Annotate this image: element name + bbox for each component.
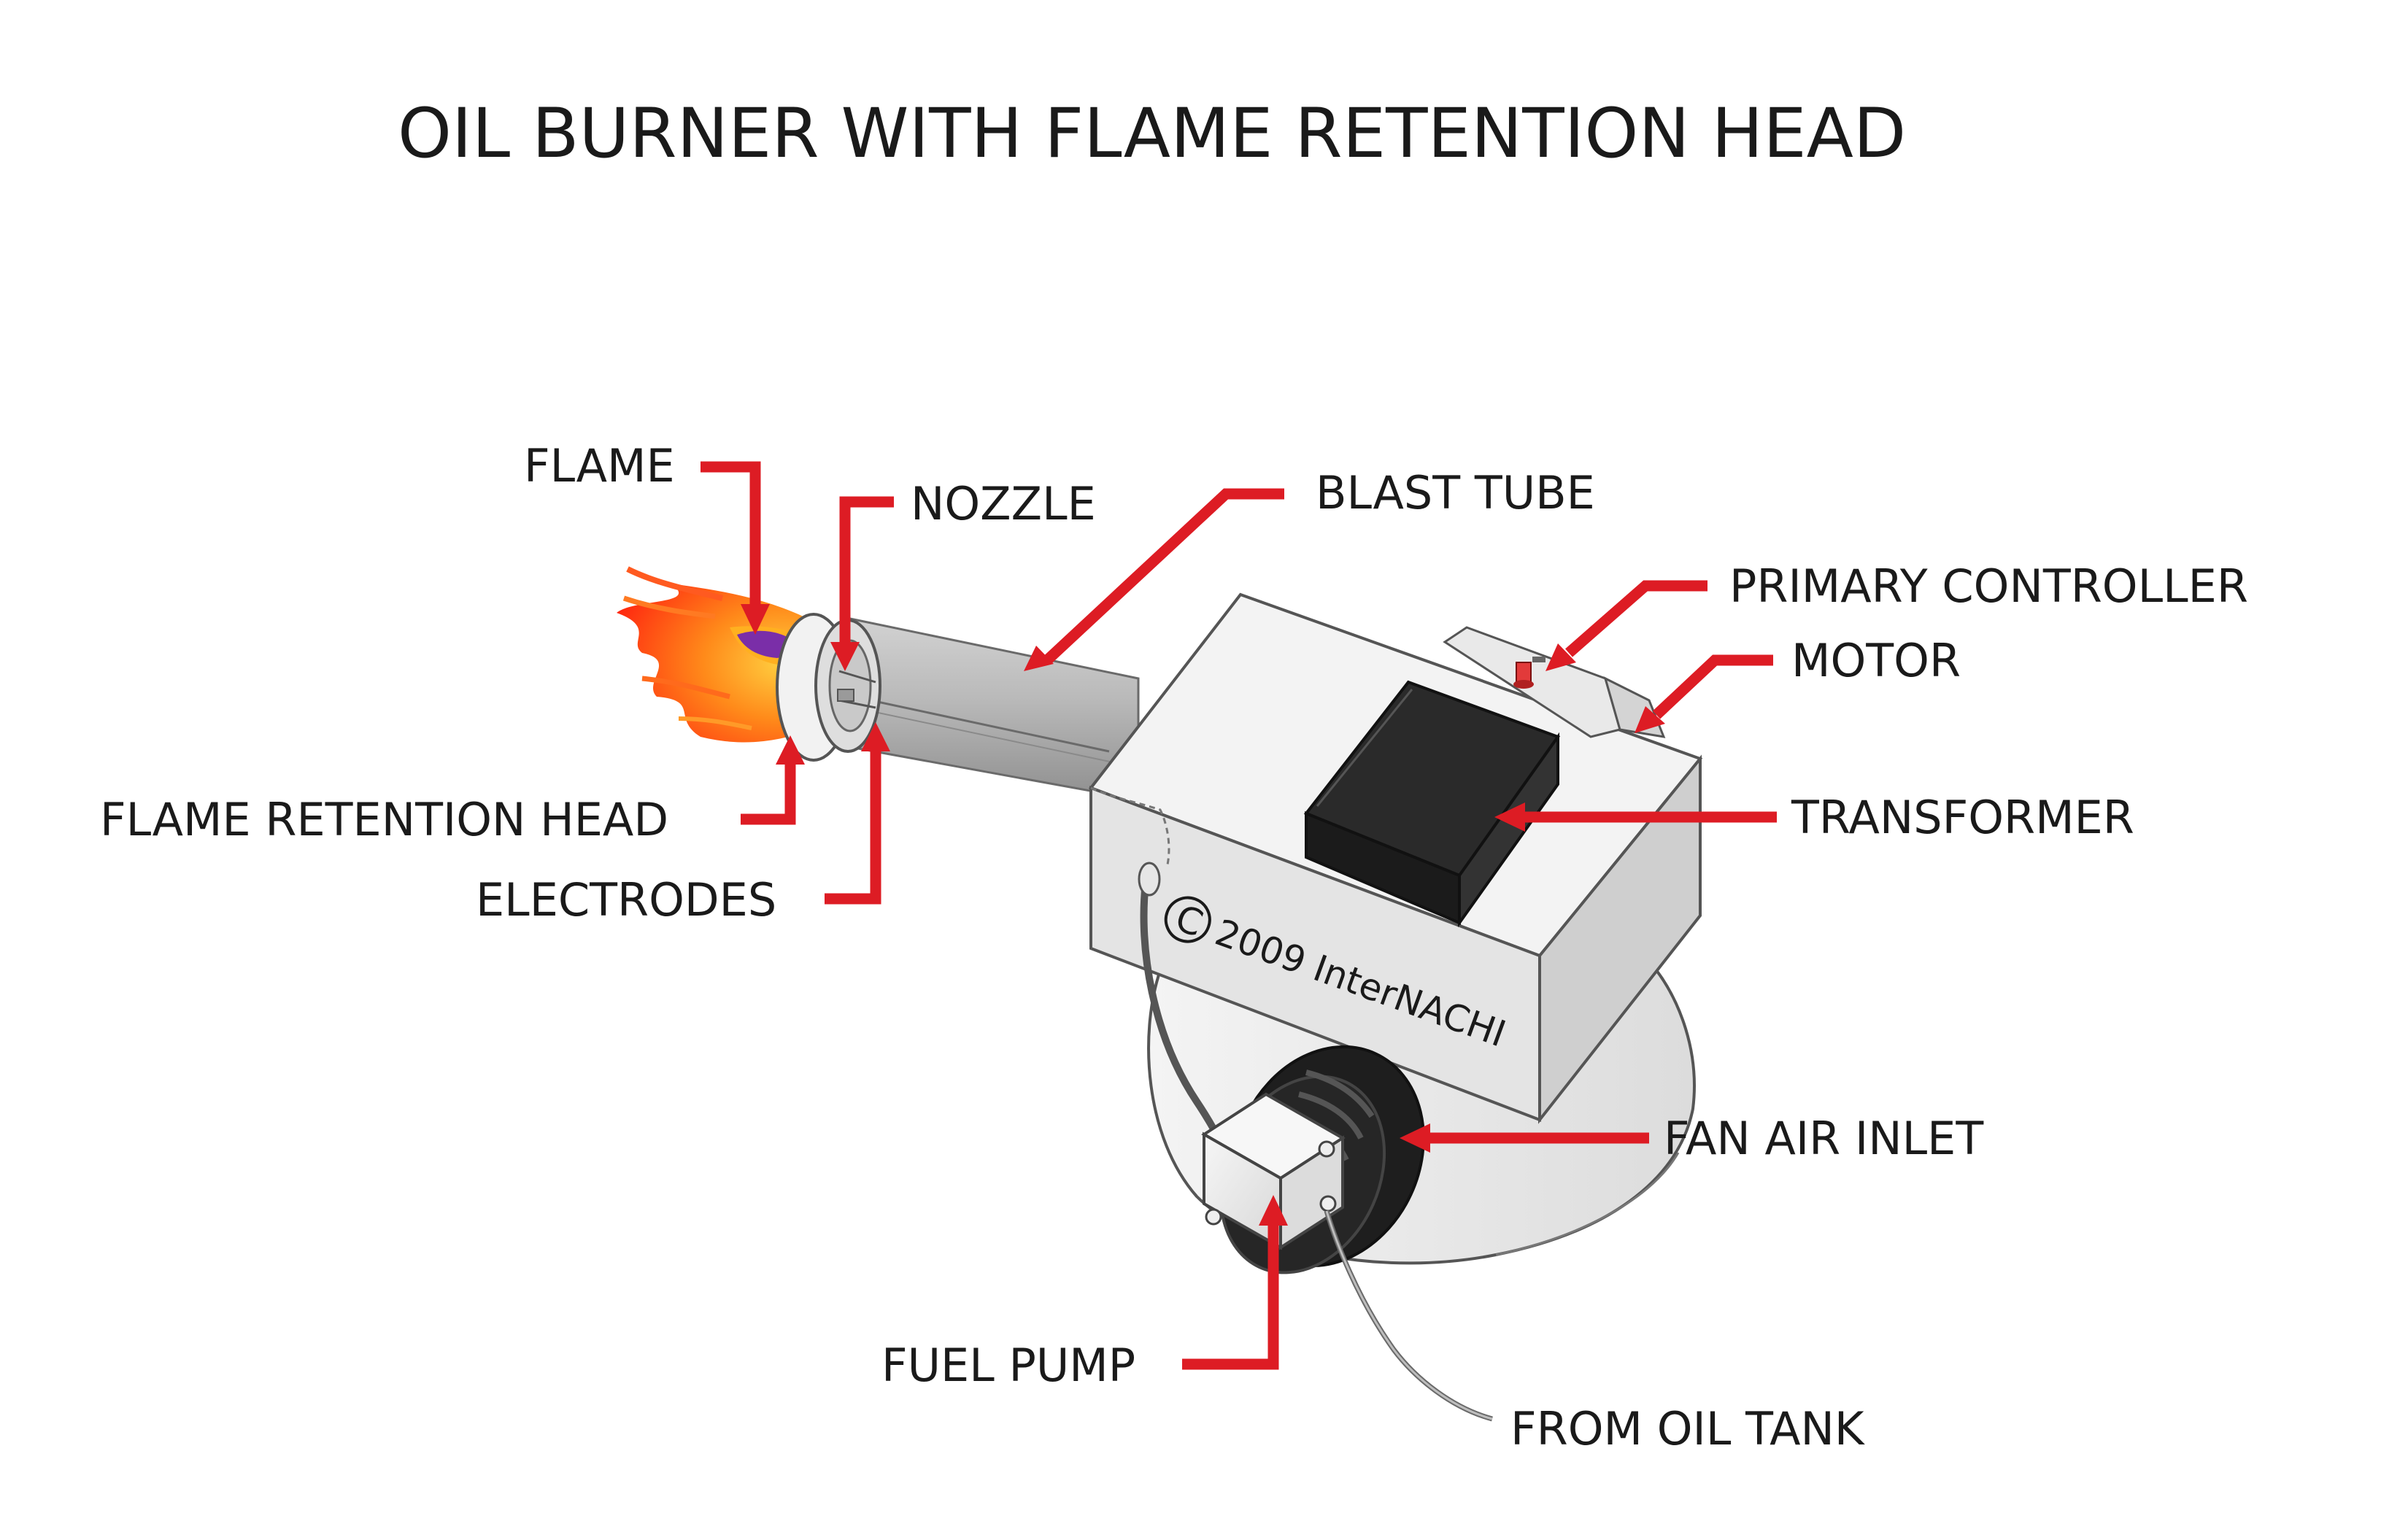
copyright-circle [1164, 896, 1211, 943]
leader-lines [701, 461, 1777, 1370]
primary-controller-graphic [1513, 657, 1545, 689]
electrodes-leader [825, 751, 881, 905]
flame-retention-head-graphic [776, 613, 881, 762]
blast-tube [849, 617, 1140, 801]
label-flame: FLAME [524, 439, 675, 492]
label-fan-air-inlet: FAN AIR INLET [1664, 1112, 1984, 1165]
diagram-title: OIL BURNER WITH FLAME RETENTION HEAD [398, 94, 1906, 174]
transformer-graphic [1303, 680, 1561, 928]
fuel-pump-graphic [1201, 1092, 1346, 1250]
label-from-oil-tank: FROM OIL TANK [1510, 1402, 1865, 1455]
label-primary-controller: PRIMARY CONTROLLER [1729, 560, 2248, 613]
flame-leader [701, 461, 761, 604]
label-electrodes: ELECTRODES [476, 873, 776, 926]
label-flame-retention-head: FLAME RETENTION HEAD [100, 793, 668, 846]
motor-leader [1652, 654, 1773, 719]
labels: FLAME NOZZLE BLAST TUBE PRIMARY CONTROLL… [100, 439, 2248, 1455]
nozzle-leader [839, 496, 894, 642]
label-fuel-pump: FUEL PUMP [881, 1339, 1135, 1392]
primary-controller-leader [1565, 580, 1707, 657]
blast-tube-leader [1043, 488, 1284, 665]
burner-illustration: C 2009 InterNACHI [617, 566, 1703, 1422]
label-blast-tube: BLAST TUBE [1316, 466, 1595, 519]
label-transformer: TRANSFORMER [1791, 791, 2134, 844]
flame-retention-head-leader [741, 765, 796, 825]
fuel-pump-leader [1182, 1226, 1279, 1370]
label-nozzle: NOZZLE [911, 477, 1096, 530]
label-motor: MOTOR [1791, 634, 1961, 687]
